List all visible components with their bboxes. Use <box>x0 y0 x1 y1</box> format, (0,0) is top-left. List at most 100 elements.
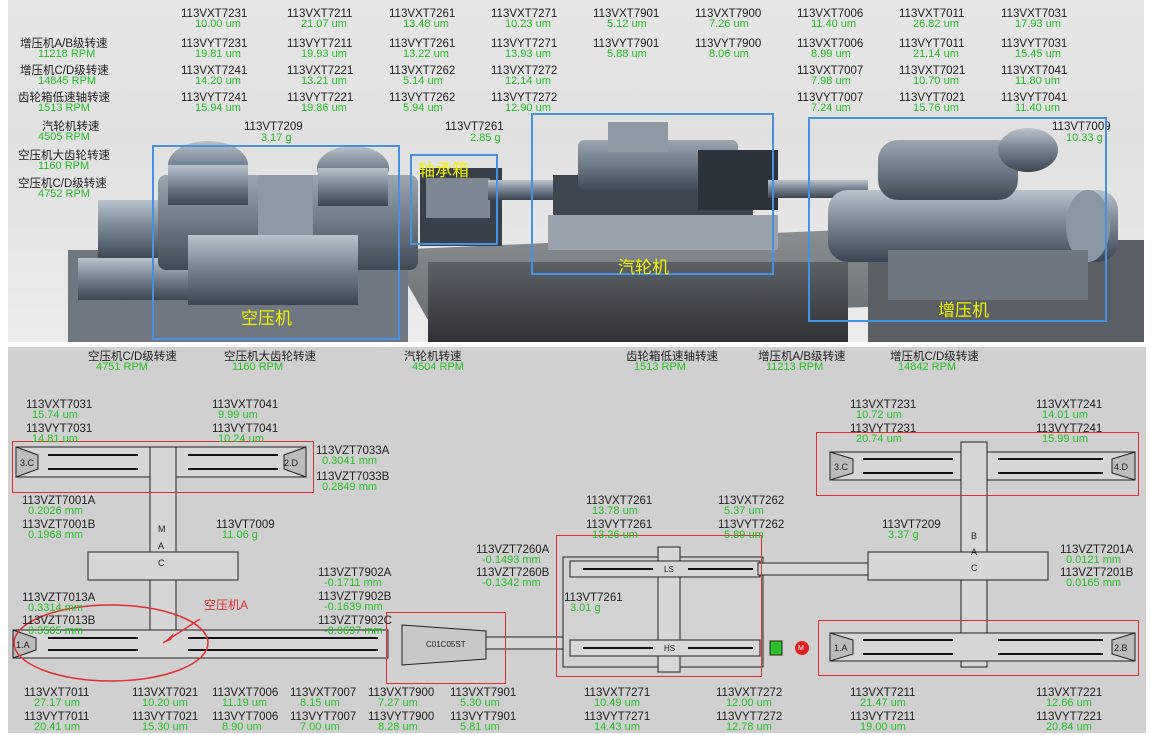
sensor-value: 12.78 um <box>726 722 772 733</box>
sensor-value: 19.93 um <box>301 49 347 60</box>
motor-coupling <box>770 641 782 655</box>
air-compressor-label: 空压机 <box>241 304 292 329</box>
sensor-value: 10.24 um <box>218 434 264 445</box>
motor-label: M <box>798 643 804 655</box>
bac-mid-shaft <box>868 552 1048 580</box>
sensor-value: 14.81 um <box>32 434 78 445</box>
sensor-value: 19.81 um <box>195 49 241 60</box>
stage-r2b-label: 2.B <box>1114 642 1128 654</box>
sensor-value: 0.3505 mm <box>28 626 83 637</box>
sensor-value: 26.82 um <box>913 19 959 30</box>
bearing-box-label: 轴承箱 <box>418 156 469 181</box>
turbine-box[interactable] <box>531 113 774 275</box>
annotation-label: 空压机A <box>204 599 248 611</box>
mac-m-label: M <box>158 523 166 535</box>
mac-a-label: A <box>158 540 164 552</box>
sensor-value: 5.12 um <box>607 19 647 30</box>
sensor-value: 12.66 um <box>1046 698 1092 709</box>
speed-value: 4505 RPM <box>38 132 90 143</box>
sensor-value: 19.86 um <box>301 103 347 114</box>
sensor-value: 21.47 um <box>860 698 906 709</box>
sensor-value: 10.20 um <box>142 698 188 709</box>
sensor-value: 13.93 um <box>505 49 551 60</box>
sensor-value: 11.40 um <box>811 19 856 30</box>
sensor-value: 0.2026 mm <box>28 506 83 517</box>
stage-r1a-label: 1.A <box>834 642 848 654</box>
speed-value: 4751 RPM <box>96 362 148 373</box>
sensor-value: 5.14 um <box>403 76 443 87</box>
sensor-value: 27.17 um <box>34 698 80 709</box>
sensor-value: 0.0121 mm <box>1066 555 1121 566</box>
compressor-cd-box[interactable] <box>12 441 314 493</box>
bac-b-label: B <box>971 530 977 542</box>
sensor-value: 9.99 um <box>218 410 258 421</box>
sensor-value: 7.26 um <box>709 19 749 30</box>
sensor-value: 20.84 um <box>1046 722 1092 733</box>
stage-r4d-label: 4.D <box>1114 461 1128 473</box>
speed-value: 11218 RPM <box>38 49 95 60</box>
sensor-value: -0.1639 mm <box>324 602 383 613</box>
sensor-value: 14.01 um <box>1042 410 1088 421</box>
sensor-value: 0.3314 mm <box>28 603 83 614</box>
sensor-value: 0.2849 mm <box>322 482 377 493</box>
sensor-value: 10.23 um <box>505 19 551 30</box>
speed-value: 11213 RPM <box>766 362 823 373</box>
sensor-value: 10.00 um <box>195 19 241 30</box>
sensor-value: 13.78 um <box>592 506 638 517</box>
sensor-value: 14.20 um <box>195 76 241 87</box>
sensor-value: 0.3041 mm <box>322 456 377 467</box>
sensor-value: 8.99 um <box>811 49 851 60</box>
sensor-value: 15.99 um <box>1042 434 1088 445</box>
sensor-value: 11.80 um <box>1015 76 1060 87</box>
sensor-value: 21.07 um <box>301 19 347 30</box>
sensor-value: 0.0165 mm <box>1066 578 1121 589</box>
sensor-value: 10.49 um <box>594 698 640 709</box>
sensor-value: 12.14 um <box>505 76 551 87</box>
stage-1a-label: 1.A <box>16 639 30 651</box>
sensor-value: -0.1342 mm <box>482 578 541 589</box>
sensor-value: 5.94 um <box>403 103 443 114</box>
sensor-value: 17.93 um <box>1015 19 1061 30</box>
sensor-value: 7.00 um <box>300 722 340 733</box>
sensor-value: 8.28 um <box>378 722 418 733</box>
sensor-value: 20.74 um <box>856 434 902 445</box>
sensor-value: 5.37 um <box>724 506 764 517</box>
speed-value: 4752 RPM <box>38 189 90 200</box>
booster-label: 增压机 <box>938 296 989 321</box>
sensor-value: 5.88 um <box>607 49 647 60</box>
speed-value: 1513 RPM <box>634 362 686 373</box>
mac-c-label: C <box>158 557 165 569</box>
turbine-label: 汽轮机 <box>618 253 669 278</box>
sensor-value: 5.30 um <box>460 698 500 709</box>
sensor-value: 20.41 um <box>34 722 80 733</box>
sensor-value: -0.1711 mm <box>324 578 382 589</box>
booster-ab-box[interactable] <box>818 620 1139 676</box>
turbine-model-label: C01C05ST <box>426 639 466 651</box>
sensor-value: 11.19 um <box>222 698 267 709</box>
sensor-value: 0.1968 mm <box>28 530 83 541</box>
speed-value: 1513 RPM <box>38 103 90 114</box>
speed-value: 14842 RPM <box>898 362 956 373</box>
sensor-value: -0.0697 mm <box>324 626 383 637</box>
sensor-value: 8.06 um <box>709 49 749 60</box>
sensor-value: 15.74 um <box>32 410 78 421</box>
sensor-value: 8.90 um <box>222 722 262 733</box>
sensor-value: 12.00 um <box>726 698 772 709</box>
speed-value: 4504 RPM <box>412 362 464 373</box>
sensor-value: 10.70 um <box>913 76 959 87</box>
vt7209-value: 3.17 g <box>261 133 292 144</box>
sensor-value: 3.37 g <box>888 530 919 541</box>
sensor-value: 5.89 um <box>724 530 764 541</box>
sensor-value: 11.06 g <box>222 530 258 541</box>
schematic-view: 3.C 2.D 1.A 3.C 4.D 1.A 2.B LS HS M A C … <box>8 347 1146 733</box>
sensor-value: 3.01 g <box>570 603 601 614</box>
speed-value: 14845 RPM <box>38 76 96 87</box>
stage-r3c-label: 3.C <box>834 461 848 473</box>
sensor-value: 14.43 um <box>594 722 640 733</box>
sensor-value: 5.81 um <box>460 722 500 733</box>
sensor-value: 7.98 um <box>811 76 851 87</box>
booster-box[interactable] <box>808 117 1107 322</box>
sensor-value: 7.27 um <box>378 698 418 709</box>
vt7261-value: 2.85 g <box>470 133 501 144</box>
